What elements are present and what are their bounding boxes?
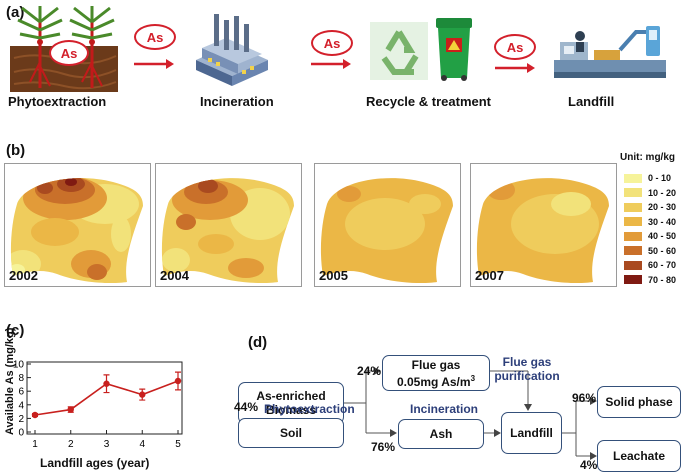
- box-leachate: Leachate: [597, 440, 681, 472]
- pct-to-ash: 76%: [371, 440, 396, 454]
- x-tick-label: 5: [175, 439, 181, 450]
- box-soil: Soil: [238, 418, 344, 448]
- label-flue-gas-purification: Flue gas purification: [494, 355, 560, 383]
- legend-item: 10 - 20: [624, 186, 676, 201]
- waste-bin-icon: [436, 18, 472, 81]
- data-point: [31, 411, 39, 419]
- y-tick-label: 2: [18, 414, 24, 425]
- x-tick-label: 4: [139, 439, 145, 450]
- legend-title: Unit: mg/kg: [620, 152, 675, 163]
- x-tick-label: 3: [104, 439, 110, 450]
- arrow-right-icon: [134, 59, 174, 69]
- arrow-right-icon: [495, 63, 535, 73]
- x-tick-label: 1: [32, 439, 38, 450]
- contour-map-2007: [476, 178, 610, 284]
- map-2004: 2004: [155, 163, 302, 287]
- map-2007: 2007: [470, 163, 617, 287]
- data-point: [67, 406, 74, 413]
- contour-map-2004: [161, 178, 295, 284]
- as-tag-1: As: [134, 24, 176, 50]
- flue-gas-label: Flue gas: [411, 357, 461, 372]
- legend-item: 20 - 30: [624, 200, 676, 215]
- panel-a-label: (a): [6, 4, 25, 21]
- plot-frame: [26, 361, 183, 435]
- y-tick-label: 8: [18, 373, 24, 384]
- pct-to-flue-gas: 24%: [357, 364, 382, 378]
- pct-to-leachate: 4%: [580, 458, 598, 472]
- pct-soil-to-biomass: 44%: [234, 400, 259, 414]
- y-tick-label: 0: [18, 428, 24, 439]
- data-point: [103, 380, 110, 387]
- ash-label: Ash: [429, 427, 453, 441]
- leachate-label: Leachate: [612, 449, 666, 463]
- map-year-2002: 2002: [9, 268, 38, 283]
- y-tick-label: 6: [18, 387, 24, 398]
- soil-label: Soil: [279, 426, 302, 440]
- data-point: [139, 391, 146, 398]
- incineration-plant-icon: [196, 14, 268, 86]
- recycle-icon: [370, 22, 428, 80]
- x-tick-label: 2: [68, 439, 74, 450]
- legend-item: 70 - 80: [624, 273, 676, 288]
- box-flue-gas: Flue gas 0.05mg As/m3: [382, 355, 490, 391]
- flue-gas-concentration: 0.05mg As/m3: [396, 373, 476, 389]
- biomass-label: As-enriched Biomass: [256, 389, 326, 417]
- concentration-legend: 0 - 10 10 - 20 20 - 30 30 - 40 40 - 50 5…: [624, 171, 676, 287]
- pct-to-solid: 96%: [572, 391, 597, 405]
- stage-landfill: Landfill: [568, 94, 615, 109]
- legend-item: 60 - 70: [624, 258, 676, 273]
- box-landfill: Landfill: [501, 412, 562, 454]
- y-tick-label: 4: [18, 400, 24, 411]
- solid-phase-label: Solid phase: [605, 395, 673, 409]
- map-2005: 2005: [314, 163, 461, 287]
- legend-item: 40 - 50: [624, 229, 676, 244]
- contour-map-2002: [10, 178, 144, 284]
- stage-recycle-treatment: Recycle & treatment: [366, 94, 491, 109]
- box-ash: Ash: [398, 419, 484, 449]
- legend-item: 0 - 10: [624, 171, 676, 186]
- map-2002: 2002: [4, 163, 151, 287]
- landfill-label: Landfill: [510, 426, 553, 440]
- legend-item: 50 - 60: [624, 244, 676, 259]
- panel-d-label: (d): [248, 334, 268, 351]
- as-tag-soil: As: [49, 40, 89, 66]
- box-solid-phase: Solid phase: [597, 386, 681, 418]
- stage-phytoextraction: Phytoextraction: [8, 94, 107, 109]
- box-as-enriched-biomass: As-enriched Biomass: [238, 382, 344, 424]
- panel-c-label: (c): [6, 322, 25, 339]
- legend-item: 30 - 40: [624, 215, 676, 230]
- contour-map-2005: [320, 178, 454, 284]
- label-phytoextraction: Phytoextraction: [264, 402, 355, 416]
- map-year-2005: 2005: [319, 268, 348, 283]
- y-tick-label: 10: [13, 360, 25, 371]
- label-incineration: Incineration: [410, 402, 479, 416]
- as-tag-3: As: [494, 34, 536, 60]
- panel-b-label: (b): [6, 142, 26, 159]
- as-tag-2: As: [311, 30, 353, 56]
- data-point: [174, 377, 182, 385]
- map-year-2007: 2007: [475, 268, 504, 283]
- stage-incineration: Incineration: [200, 94, 274, 109]
- x-axis-label: Landfill ages (year): [40, 456, 150, 470]
- arrow-right-icon: [311, 59, 351, 69]
- landfill-machinery-icon: [554, 26, 666, 78]
- map-year-2004: 2004: [160, 268, 189, 283]
